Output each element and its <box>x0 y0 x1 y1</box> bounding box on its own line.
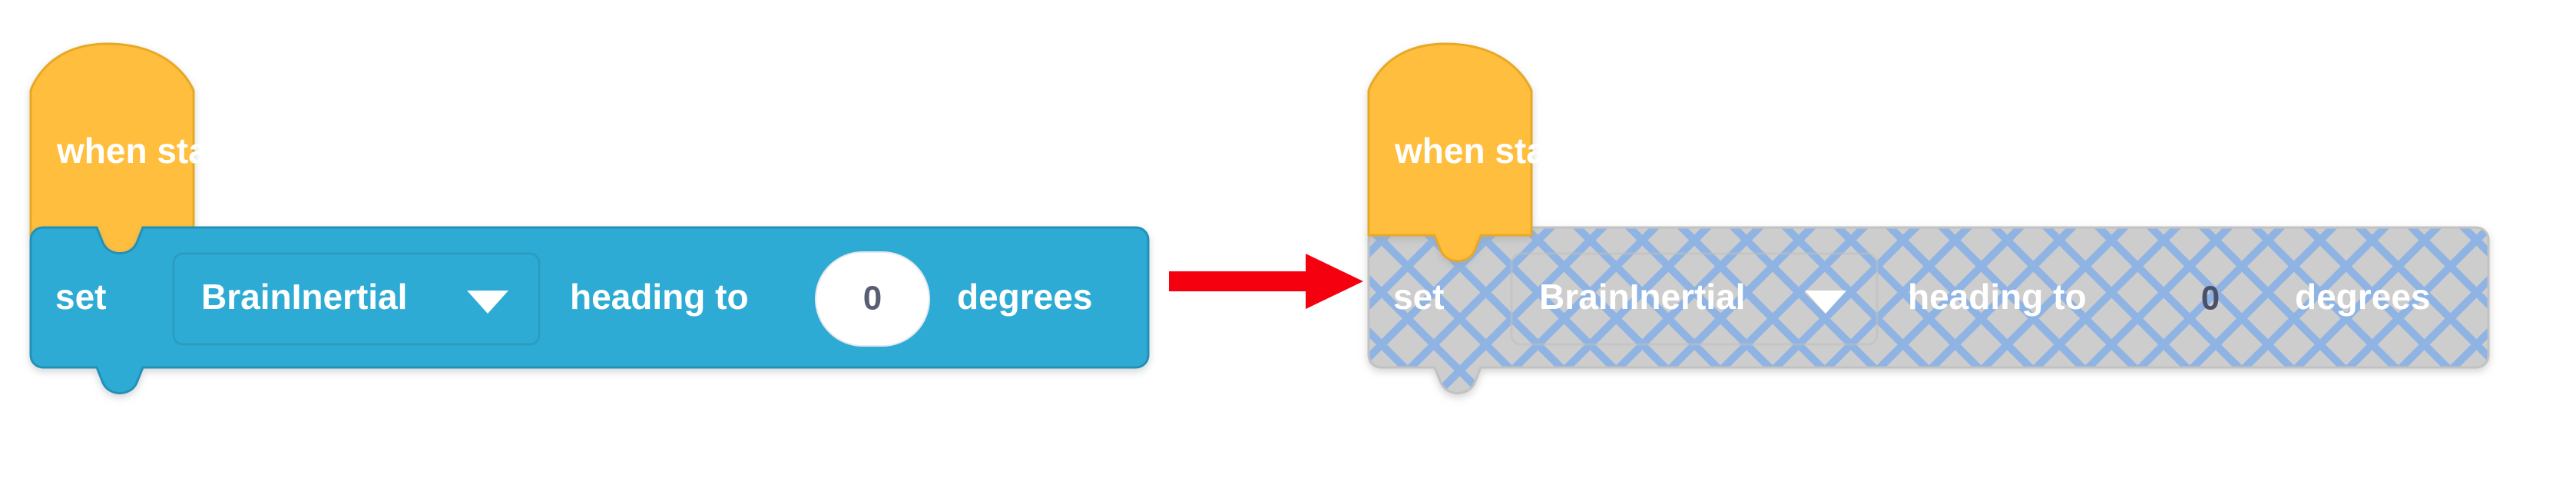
hat-block-shape-disabled[interactable] <box>1367 42 1533 262</box>
sensor-dropdown-value: BrainInertial <box>201 277 407 317</box>
hat-block-label-disabled: when started <box>1394 131 1613 171</box>
heading-to-label: heading to <box>570 277 749 317</box>
chevron-down-icon-disabled[interactable] <box>1805 291 1846 314</box>
set-keyword-label-disabled: set <box>1393 277 1444 317</box>
enabled-stack[interactable]: when started set BrainInertial heading t… <box>29 42 1150 394</box>
when-started-hat-block-disabled[interactable] <box>1367 42 1533 262</box>
heading-number-input[interactable] <box>815 251 930 347</box>
hat-block-label: when started <box>56 131 275 171</box>
chevron-down-icon[interactable] <box>467 291 508 314</box>
degrees-label-disabled: degrees <box>2295 277 2430 317</box>
degrees-label: degrees <box>957 277 1092 317</box>
set-keyword-label: set <box>55 277 106 317</box>
sensor-dropdown-value-disabled: BrainInertial <box>1539 277 1745 317</box>
heading-number-value: 0 <box>863 280 882 317</box>
sensor-dropdown-field-disabled[interactable] <box>1510 252 1879 346</box>
arrow-shaft <box>1169 271 1319 291</box>
sensor-dropdown-field[interactable] <box>172 252 541 346</box>
heading-number-value-disabled[interactable]: 0 <box>2201 280 2220 317</box>
heading-to-label-disabled: heading to <box>1908 277 2087 317</box>
disabled-stack[interactable]: when started set BrainInertial heading t… <box>1367 42 2490 394</box>
arrow-head-icon <box>1306 254 1363 309</box>
transition-arrow <box>1169 254 1363 309</box>
